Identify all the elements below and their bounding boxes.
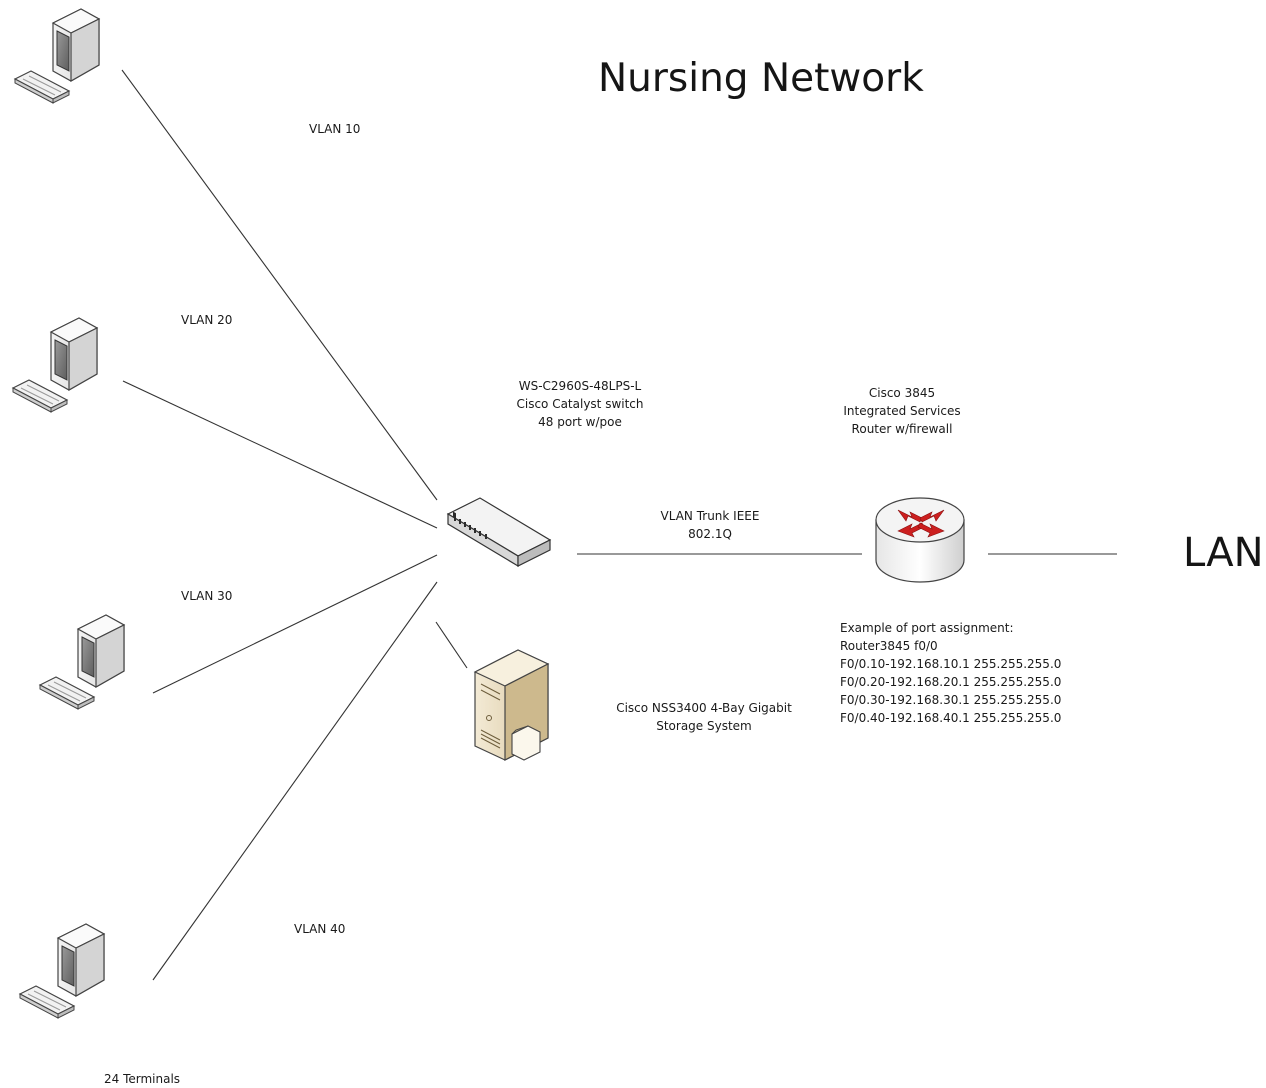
vlan-label: VLAN 10 <box>309 122 361 136</box>
switch-name: Cisco Catalyst switch <box>516 397 644 411</box>
port-assignment-line: Router3845 f0/0 <box>840 639 938 653</box>
port-assignment-line: F0/0.10-192.168.10.1 255.255.255.0 <box>840 657 1062 671</box>
vlan-label: VLAN 40 <box>294 922 346 936</box>
vlan-label: VLAN 30 <box>181 589 233 603</box>
storage-line2: Storage System <box>656 719 752 733</box>
computer-icon <box>19 923 105 1019</box>
router-line3: Router w/firewall <box>851 422 953 436</box>
link-vlan20 <box>122 380 438 529</box>
trunk-line2: 802.1Q <box>688 527 732 541</box>
switch-ports: 48 port w/poe <box>538 415 622 429</box>
port-assignment-line: F0/0.40-192.168.40.1 255.255.255.0 <box>840 711 1062 725</box>
computer-icon <box>12 317 98 413</box>
vlan-label: VLAN 20 <box>181 313 233 327</box>
diagram-title: Nursing Network <box>598 56 924 101</box>
port-assignment-line: Example of port assignment: <box>840 621 1014 635</box>
link-vlan40 <box>152 581 438 981</box>
terminals-label: 24 Terminals <box>104 1072 181 1086</box>
link-vlan30 <box>152 554 438 694</box>
switch-label: WS-C2960S-48LPS-L Cisco Catalyst switch … <box>490 377 670 431</box>
computer-icon <box>14 8 100 104</box>
server-icon <box>473 649 550 761</box>
computer-icon <box>39 614 125 710</box>
link-storage <box>435 621 468 669</box>
trunk-label: VLAN Trunk IEEE 802.1Q <box>640 507 780 543</box>
lan-label: LAN <box>1183 530 1264 576</box>
router-line1: Cisco 3845 <box>868 386 936 400</box>
switch-model: WS-C2960S-48LPS-L <box>518 379 642 393</box>
router-line2: Integrated Services <box>843 404 961 418</box>
router-icon <box>875 497 965 583</box>
storage-line1: Cisco NSS3400 4-Bay Gigabit <box>616 701 792 715</box>
port-assignment-line: F0/0.20-192.168.20.1 255.255.255.0 <box>840 675 1062 689</box>
storage-label: Cisco NSS3400 4-Bay Gigabit Storage Syst… <box>604 699 804 735</box>
trunk-line1: VLAN Trunk IEEE <box>660 509 760 523</box>
switch-icon <box>446 497 552 568</box>
port-assignment-block: Example of port assignment: Router3845 f… <box>840 619 1061 727</box>
link-vlan10 <box>121 69 438 501</box>
connection-lines <box>121 69 1117 981</box>
router-label: Cisco 3845 Integrated Services Router w/… <box>822 384 982 438</box>
port-assignment-line: F0/0.30-192.168.30.1 255.255.255.0 <box>840 693 1062 707</box>
